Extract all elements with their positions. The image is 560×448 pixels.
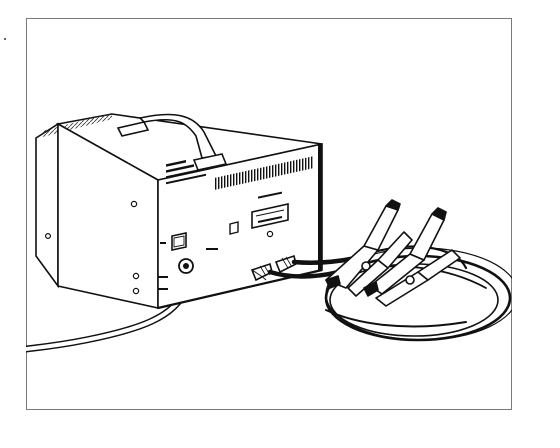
vent-grille	[214, 156, 314, 190]
carry-handle	[116, 113, 228, 171]
output-cable-glands	[250, 254, 297, 282]
battery-clamp-front	[325, 207, 461, 307]
power-cord	[26, 284, 190, 353]
margin-mark	[4, 38, 6, 40]
charger-illustration	[26, 113, 512, 353]
side-screws	[45, 200, 140, 295]
front-panel	[158, 156, 314, 290]
model-label	[166, 159, 210, 185]
illustration-frame	[26, 18, 512, 410]
ammeter-display	[251, 203, 289, 238]
selector-knob	[206, 221, 239, 250]
cord-grommet	[178, 258, 194, 274]
power-switch	[171, 232, 187, 251]
